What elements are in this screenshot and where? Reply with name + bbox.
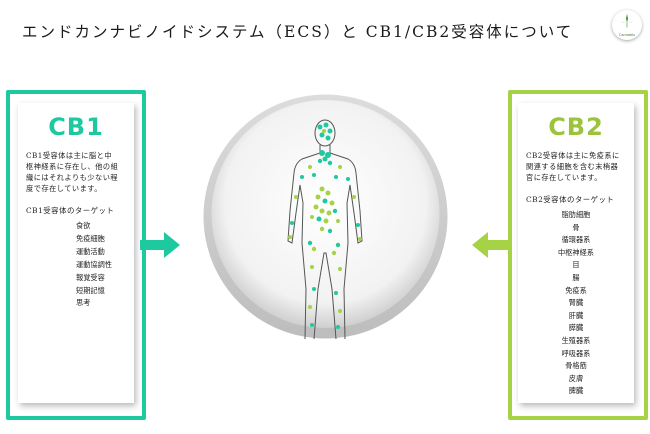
cb2-target-item: 腎臓 [568,298,584,308]
brand-logo: Cannabis [612,10,642,40]
cb2-target-item: 膵臓 [568,323,584,333]
cb2-target-item: 生殖器系 [561,335,591,345]
cb2-frame [508,90,648,420]
cb2-card: CB2 CB2受容体は主に免疫系に 関連する細胞を含む末梢器 官に存在しています… [518,103,634,403]
cb1-target-item: 報覚受容 [76,272,105,282]
cb2-arrow-icon [472,232,512,258]
receptor-dots [288,122,362,329]
cb2-target-item: 循環器系 [561,235,591,245]
cb2-targets-label: CB2受容体のターゲット [526,195,615,204]
cb1-targets-label: CB1受容体のターゲット [26,206,115,215]
cb2-description: CB2受容体は主に免疫系に 関連する細胞を含む末梢器 官に存在しています。 [518,150,634,183]
cb1-desc-line: CB1受容体は主に脳と中 [26,151,113,160]
cb2-target-item: 脂肪細胞 [561,210,591,219]
cb1-description: CB1受容体は主に脳と中 枢神経系に存在し、他の組 織にはそれよりも少ない程 度… [18,150,134,194]
cb2-target-item: 皮膚 [568,373,584,383]
cb2-target-item: 骨 [572,222,580,232]
cb2-target-item: 呼吸器系 [561,348,591,358]
cb2-target-item: 目 [572,260,580,270]
body-circle [203,94,448,340]
cb1-heading: CB1 [48,113,104,141]
cb1-target-item: 運動協調性 [76,259,112,269]
cb2-target-item: 腸 [572,272,580,282]
cb1-desc-line: 枢神経系に存在し、他の組 [26,162,119,171]
human-body-icon [287,119,363,340]
body-diagram [202,93,449,340]
logo-text: Cannabis [618,33,636,37]
cb2-desc-line: CB2受容体は主に免疫系に [526,151,620,160]
cb1-target-item: 運動活動 [76,246,105,256]
cb2-target-item: 骨格筋 [565,361,587,371]
cb2-target-item: 中枢神経系 [558,247,594,257]
cb1-target-item: 思考 [76,298,91,308]
cb1-target-item: 免疫細胞 [76,233,105,243]
cb1-target-item: 食欲 [76,221,91,230]
cb1-desc-line: 度で存在しています。 [26,184,102,193]
cannabis-leaf-icon [620,13,634,28]
cb1-card: CB1 CB1受容体は主に脳と中 枢神経系に存在し、他の組 織にはそれよりも少な… [18,103,134,403]
cb2-target-item: 脾臓 [568,386,584,396]
cb2-target-item: 肝臓 [568,310,584,320]
cb1-desc-line: 織にはそれよりも少ない程 [26,173,119,182]
page-title: エンドカンナビノイドシステム（ECS）と CB1/CB2受容体について [22,23,574,41]
cb1-frame [6,90,146,420]
cb2-heading: CB2 [548,113,604,141]
cb2-desc-line: 関連する細胞を含む末梢器 [526,162,619,171]
cb1-arrow-icon [140,232,180,258]
cb2-target-item: 免疫系 [565,285,587,295]
cb1-target-item: 短期記憶 [76,285,105,295]
cb1-target-list: 食欲 免疫細胞 運動活動 運動協調性 報覚受容 短期記憶 思考 [18,220,134,310]
cb2-desc-line: 官に存在しています。 [526,173,602,182]
cb2-target-list: 脂肪細胞 骨 循環器系 中枢神経系 目 腸 免疫系 腎臓 肝臓 膵臓 生殖器系 … [518,209,634,398]
